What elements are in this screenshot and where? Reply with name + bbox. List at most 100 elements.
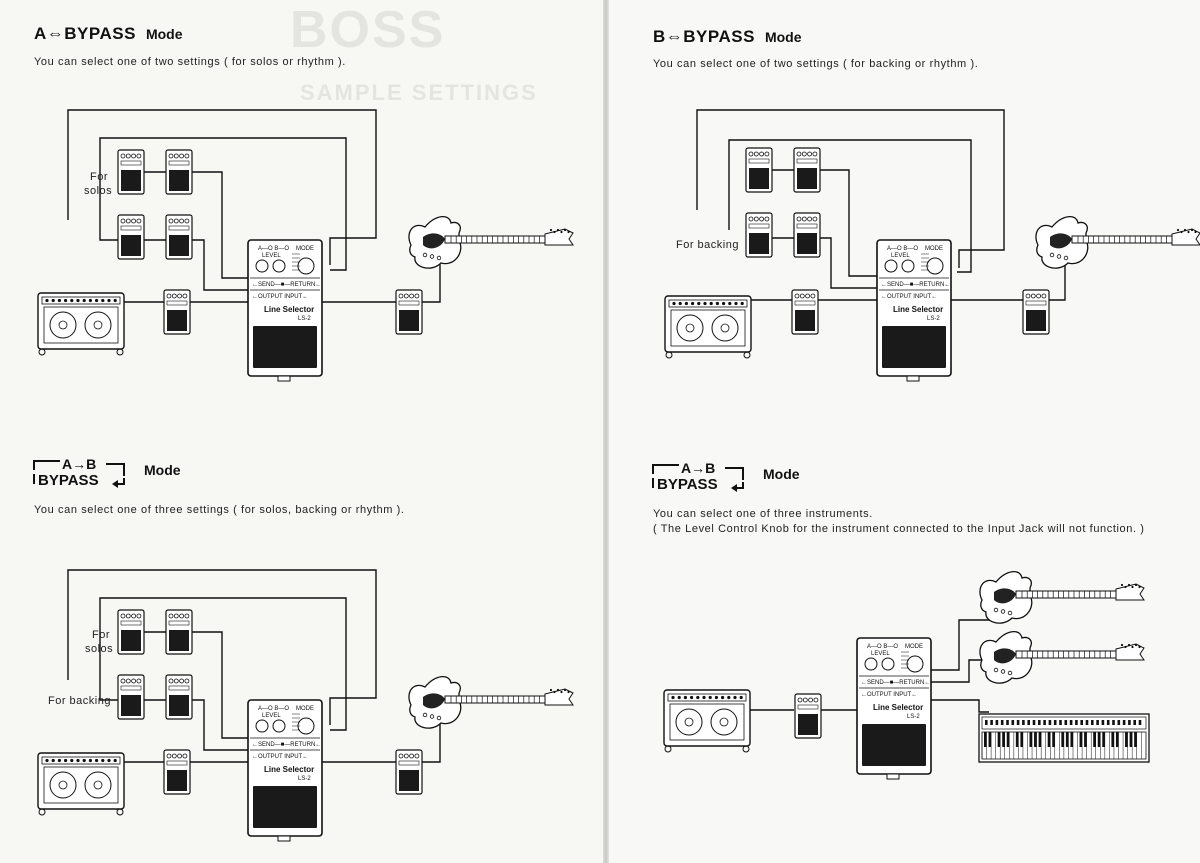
knob <box>125 153 131 159</box>
tuning-peg <box>549 688 553 692</box>
guitar-neck <box>1015 590 1117 599</box>
tuning-peg <box>553 690 556 694</box>
pickguard <box>994 588 1016 604</box>
amp-knob <box>82 298 86 303</box>
cable <box>99 137 347 271</box>
amp-wheel <box>116 808 124 816</box>
knob <box>120 218 126 224</box>
label-strip <box>168 225 190 231</box>
cable <box>728 139 972 273</box>
amp-knob <box>76 298 80 303</box>
pedal-switch <box>121 630 141 651</box>
section-description: You can select one of two settings ( for… <box>653 58 979 70</box>
section-description: You can select one of two settings ( for… <box>34 56 346 68</box>
effect-pedal <box>395 289 423 335</box>
guitar-knob <box>993 607 999 613</box>
cable <box>67 109 377 265</box>
panel-button <box>995 720 999 725</box>
guitar-knob <box>422 252 428 258</box>
guitar-headstock <box>1171 228 1200 246</box>
speaker-cone <box>684 717 694 727</box>
pedal-switch <box>167 770 187 791</box>
a-b-indicator: A—O B—O <box>887 246 918 252</box>
effect-pedal <box>165 149 193 195</box>
guitar-knob <box>422 712 428 718</box>
cable <box>99 220 118 241</box>
effect-pedal <box>1022 289 1050 335</box>
effect-pedal <box>165 674 193 720</box>
guitar-headstock <box>1115 583 1145 601</box>
selector-model: LS-2 <box>927 316 940 322</box>
pedal-switch <box>795 310 815 331</box>
knob <box>759 151 765 157</box>
guitar-knob <box>429 254 435 259</box>
adapter-jack <box>277 375 291 382</box>
pedal-switch <box>749 233 769 254</box>
keyboard-panel <box>981 716 1147 730</box>
panel-button <box>985 720 988 725</box>
pedal-switch <box>399 310 419 331</box>
pickguard <box>994 648 1016 664</box>
a-b-indicator: A—O B—O <box>258 706 289 712</box>
pedal-switch <box>169 695 189 716</box>
panel-button <box>1128 720 1131 725</box>
electric-guitar <box>979 571 1145 624</box>
level-b-knob <box>881 657 895 671</box>
cable <box>192 171 248 279</box>
amp-grill <box>669 703 745 741</box>
section-title-a-b-bypass-instruments: A→B BYPASS Mode <box>651 460 851 500</box>
label-strip <box>1025 300 1047 306</box>
panel-button <box>1075 720 1078 725</box>
amp-panel <box>667 693 747 702</box>
knob <box>801 216 807 222</box>
send-label: ←SEND—■—RETURN← <box>861 680 930 686</box>
pedal-switch <box>121 170 141 191</box>
mode-label: MODE <box>925 246 943 252</box>
amp-knob <box>684 301 688 306</box>
label-strip <box>796 223 818 229</box>
knob <box>184 613 190 619</box>
amp-wheel <box>38 348 46 356</box>
knob <box>796 151 802 157</box>
knob <box>403 293 409 299</box>
pedal-switch <box>169 170 189 191</box>
black-key <box>1061 732 1064 747</box>
knob <box>414 293 420 299</box>
label-strip <box>120 225 142 231</box>
label-strip <box>168 685 190 691</box>
pedal-switch <box>121 695 141 716</box>
tuning-peg <box>1120 583 1124 587</box>
knob <box>182 753 188 759</box>
panel-button <box>1069 720 1073 725</box>
black-key <box>1065 732 1069 747</box>
selector-footswitch <box>253 786 317 828</box>
tuning-peg <box>567 690 570 694</box>
knob <box>812 151 818 157</box>
amp-knob <box>740 301 744 306</box>
effect-pedal <box>117 149 145 195</box>
amp-knob <box>690 695 694 700</box>
panel-button <box>1043 720 1046 725</box>
label-strip <box>120 620 142 626</box>
amp-knob <box>88 298 92 303</box>
panel-button <box>1101 720 1105 725</box>
black-key <box>1034 732 1037 747</box>
amp-knob <box>702 695 706 700</box>
knob <box>801 151 807 157</box>
cable <box>931 699 989 713</box>
panel-button <box>1112 720 1115 725</box>
pickguard <box>1050 233 1072 249</box>
level-a-knob <box>255 719 269 733</box>
knob <box>131 678 137 684</box>
black-key <box>1038 732 1042 747</box>
amp-knob <box>88 758 92 763</box>
send-label: ←SEND—■—RETURN← <box>252 282 321 288</box>
knob <box>184 218 190 224</box>
pedal-switch <box>399 770 419 791</box>
